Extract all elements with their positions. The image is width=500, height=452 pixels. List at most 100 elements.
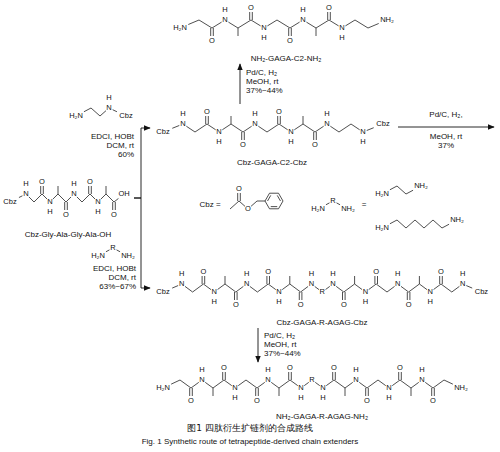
bond-line bbox=[355, 20, 368, 28]
bond-line bbox=[203, 284, 211, 290]
bond-line bbox=[424, 220, 433, 228]
bond-line bbox=[433, 220, 442, 228]
atom-label: N bbox=[309, 280, 314, 288]
atom-label: N bbox=[298, 384, 303, 392]
compound: Cbz-GAGA-R-AGAG-Cbz bbox=[150, 264, 494, 328]
atom-label: O bbox=[276, 108, 282, 116]
bond-line bbox=[238, 380, 246, 386]
atom-label: O bbox=[373, 268, 379, 276]
bond-line bbox=[236, 286, 244, 292]
bond-line bbox=[265, 193, 270, 201]
bond-line bbox=[115, 202, 116, 210]
atom-label: R bbox=[110, 244, 115, 252]
bond-line bbox=[433, 284, 441, 290]
atom-label: O bbox=[287, 37, 293, 45]
bond-line bbox=[228, 22, 238, 28]
bond-line bbox=[53, 194, 58, 199]
atom-label: O bbox=[341, 301, 347, 309]
bond-line bbox=[401, 286, 409, 292]
bond-line bbox=[401, 372, 402, 380]
atom-label: O bbox=[245, 205, 251, 213]
bond-line bbox=[172, 125, 179, 128]
atom-label: N bbox=[95, 198, 100, 206]
bond-line bbox=[252, 12, 253, 20]
atom-label: N bbox=[244, 280, 249, 288]
bond-line bbox=[387, 286, 395, 292]
reaction-arrow bbox=[398, 127, 494, 128]
atom-label: O bbox=[287, 364, 293, 372]
bond-line bbox=[255, 388, 256, 396]
bond-line bbox=[444, 380, 453, 384]
bond-line bbox=[279, 201, 284, 209]
atom-label: N bbox=[363, 288, 368, 296]
reaction-arrow bbox=[134, 198, 150, 288]
atom-label: N bbox=[179, 280, 184, 288]
bond-line bbox=[301, 286, 309, 292]
note-text: Fig. 1 Synthetic route of tetrapeptide-d… bbox=[0, 437, 500, 446]
atom-label: O bbox=[188, 397, 194, 405]
atom-label: N bbox=[265, 376, 270, 384]
atom-label: O bbox=[331, 364, 337, 372]
bond-line bbox=[279, 380, 290, 388]
atom-label: N bbox=[427, 288, 432, 296]
atom-label: N bbox=[106, 104, 111, 112]
bond-line bbox=[359, 382, 367, 388]
bond-line bbox=[345, 382, 353, 388]
bond-line bbox=[58, 194, 66, 202]
bond-line bbox=[433, 380, 444, 388]
atom-label: R bbox=[330, 197, 335, 205]
bond-line bbox=[258, 126, 267, 132]
bond-line bbox=[225, 284, 236, 292]
compound-name: Cbz-GAGA-C2-Cbz bbox=[237, 158, 307, 168]
bond-line bbox=[397, 186, 406, 194]
atom-label: N bbox=[339, 24, 344, 32]
atom-label: H bbox=[47, 208, 52, 216]
bond-line bbox=[398, 372, 399, 380]
bond-line bbox=[313, 132, 314, 140]
atom-label: O bbox=[204, 108, 210, 116]
atom-label: O bbox=[233, 301, 239, 309]
atom-label: N bbox=[276, 288, 281, 296]
atom-label: H bbox=[460, 270, 465, 278]
atom-label: N bbox=[261, 24, 266, 32]
bond-line bbox=[290, 284, 301, 292]
atom-label: O bbox=[221, 364, 227, 372]
bond-line bbox=[217, 284, 225, 290]
bond-line bbox=[326, 380, 334, 386]
bond-line bbox=[58, 186, 59, 194]
bond-line bbox=[335, 372, 336, 380]
atom-label: H bbox=[23, 180, 28, 188]
bond-line bbox=[34, 194, 42, 202]
atom-label: H bbox=[216, 138, 221, 146]
atom-label: H bbox=[180, 110, 185, 118]
atom-label: N bbox=[222, 16, 227, 24]
bond-line bbox=[369, 284, 377, 290]
bond-line bbox=[409, 284, 420, 292]
atom-label: H bbox=[360, 138, 365, 146]
bond-line bbox=[84, 108, 91, 112]
atom-label: N bbox=[395, 280, 400, 288]
bond-line bbox=[279, 388, 280, 396]
compound-name: Cbz-Gly-Ala-Gly-Ala-OH bbox=[25, 230, 112, 240]
atom-label: NH₂ bbox=[341, 205, 355, 213]
bond-line bbox=[241, 132, 242, 140]
bond-line bbox=[315, 382, 320, 385]
bond-line bbox=[243, 126, 252, 132]
bond-line bbox=[390, 186, 397, 190]
bond-line bbox=[266, 276, 267, 284]
bond-line bbox=[250, 286, 258, 292]
atom-label: H bbox=[339, 34, 344, 42]
atom-label: Cbz bbox=[475, 288, 488, 296]
bond-line bbox=[251, 201, 257, 206]
bond-line bbox=[439, 276, 440, 284]
atom-label: N bbox=[199, 376, 204, 384]
atom-label: Cbz bbox=[119, 112, 132, 120]
bond-line bbox=[268, 195, 271, 201]
bond-line bbox=[419, 284, 427, 290]
bond-line bbox=[267, 20, 277, 26]
bond-line bbox=[367, 128, 374, 131]
atom-label: H bbox=[419, 366, 424, 374]
atom-label: O bbox=[430, 397, 436, 405]
bond-line bbox=[411, 388, 412, 396]
atom-label: H bbox=[300, 6, 305, 14]
